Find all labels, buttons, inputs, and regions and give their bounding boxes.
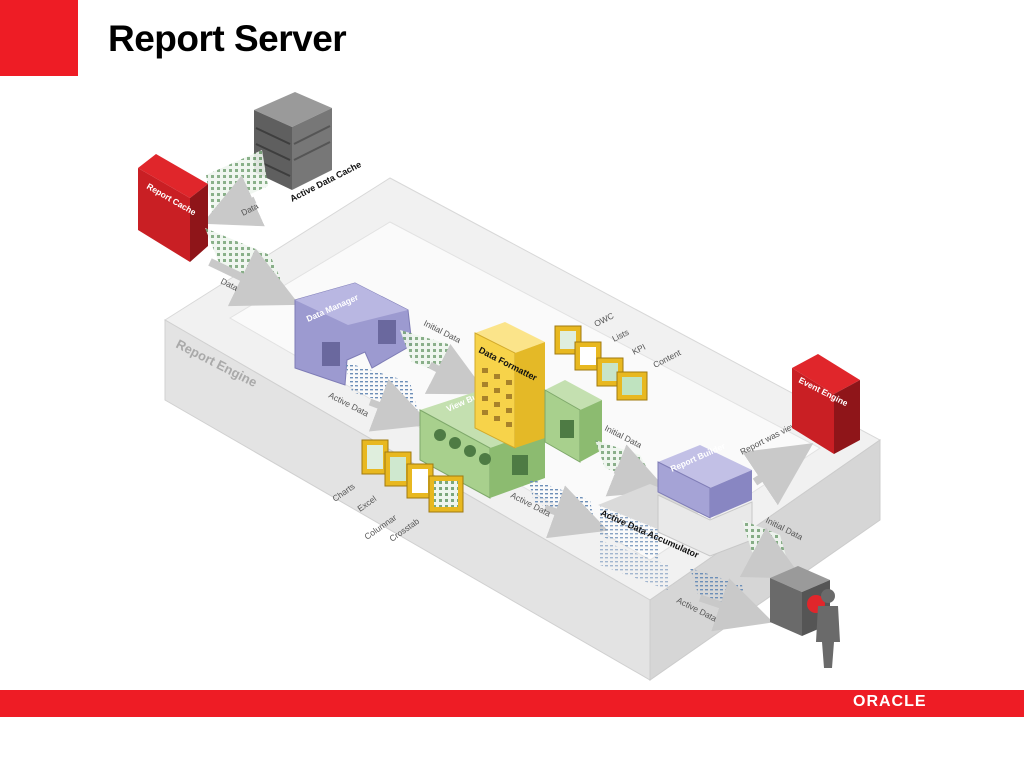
data-formatter-block <box>474 322 545 449</box>
formatter-output-connector <box>544 380 602 463</box>
active-data-stream-3 <box>690 568 774 632</box>
oracle-logo: ORACLE <box>853 693 927 710</box>
footer-bar <box>0 690 1024 717</box>
left-output-icons <box>361 439 464 513</box>
active-data-stream-1 <box>345 362 432 432</box>
report-viewed-arrow <box>742 443 814 506</box>
initial-data-stream-2 <box>595 440 668 497</box>
initial-data-stream-1 <box>400 330 488 395</box>
right-output-icons <box>554 325 648 401</box>
event-engine-box <box>792 354 860 454</box>
title-accent-square <box>0 0 78 76</box>
initial-data-stream-3 <box>739 520 803 579</box>
active-data-stream-2 <box>528 478 609 539</box>
report-cache-box <box>138 154 208 262</box>
active-data-cache-server-icon <box>254 92 332 190</box>
report-builder-block <box>657 445 753 557</box>
data-stream-to-data-manager <box>205 228 300 307</box>
data-manager-block <box>294 282 413 386</box>
data-stream-cache-to-report-cache <box>202 150 268 227</box>
report-server-diagram: Report Engine Active Data Cache Data Rep… <box>138 92 881 681</box>
user-figure-icon <box>816 589 840 668</box>
page-title: Report Server <box>108 18 347 59</box>
